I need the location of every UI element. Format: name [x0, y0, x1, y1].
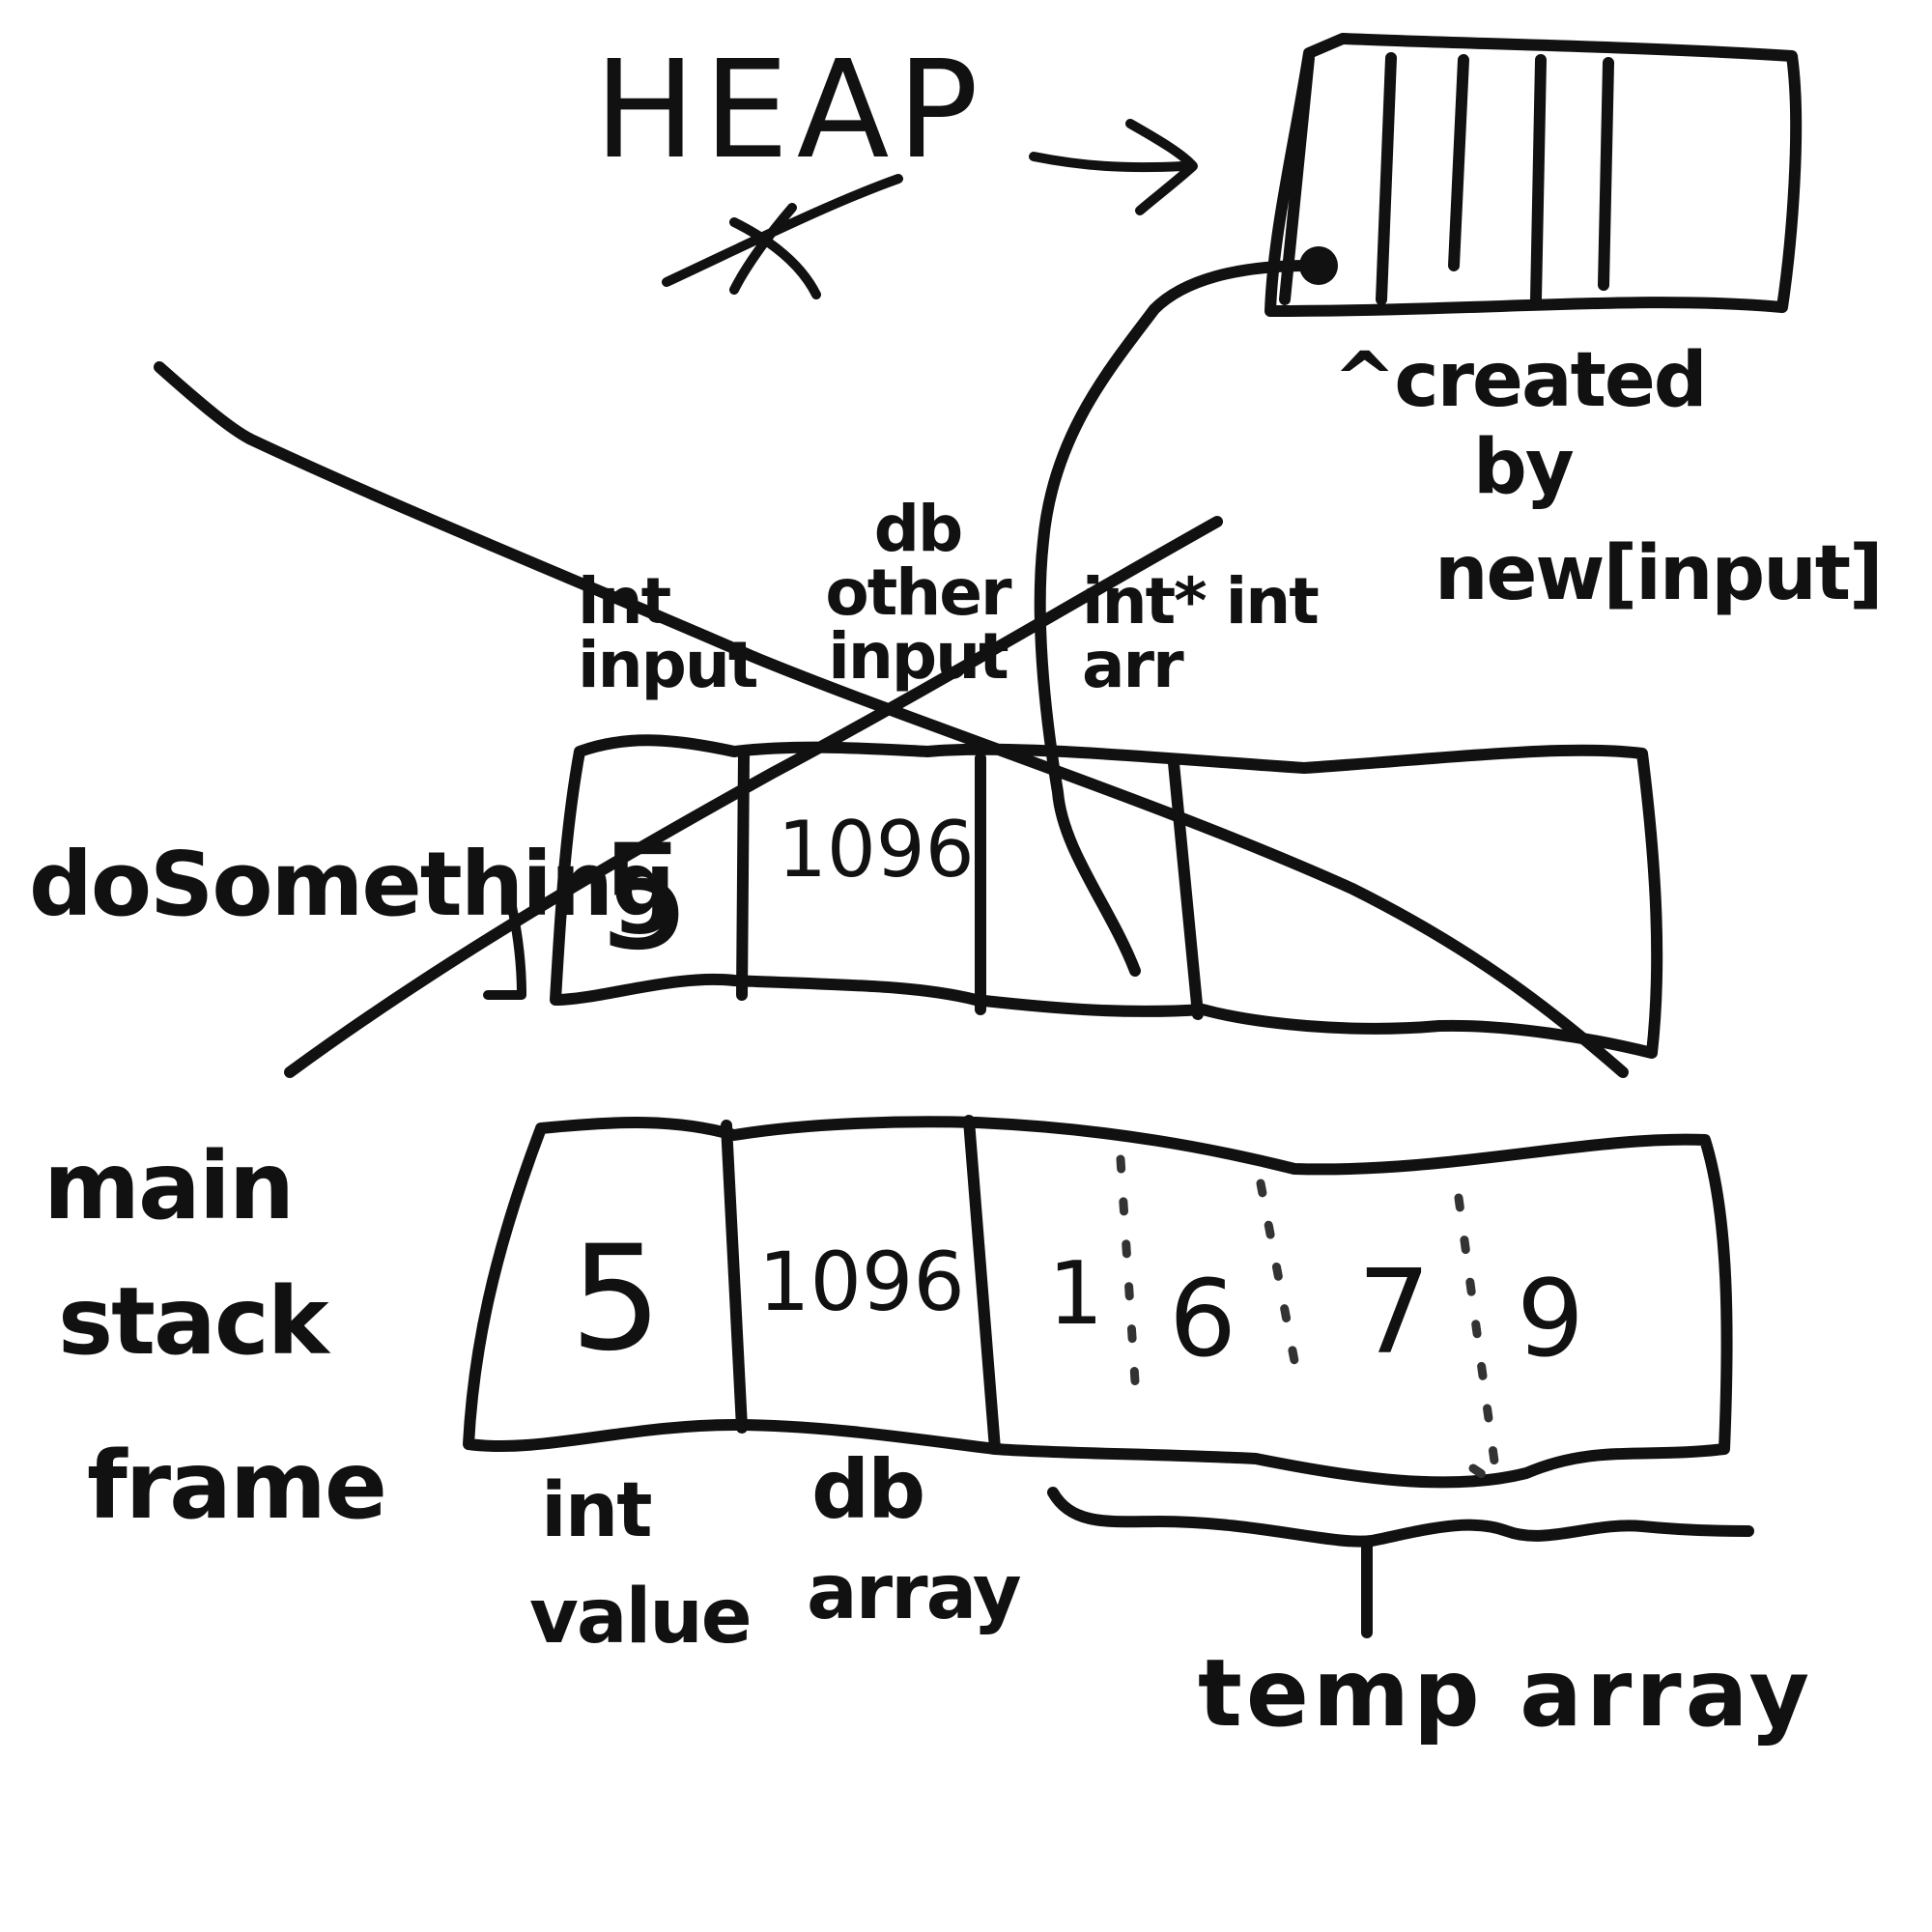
main-cell-array-address: 1096: [758, 1235, 965, 1329]
heap-array-divider: [1598, 57, 1614, 291]
heap-array-divider: [1530, 54, 1547, 305]
heap-first-cell-dot: [1299, 246, 1338, 285]
heap-array-divider: [1279, 52, 1315, 305]
main-label-int: int: [541, 1467, 653, 1554]
heap-caption-new-input: new[input]: [1435, 530, 1884, 617]
heap-array-divider: [1448, 54, 1469, 271]
main-label-value: value: [529, 1574, 753, 1661]
dosomething-label-db-other-input: db other input: [825, 492, 1011, 694]
pointer-line: [1034, 260, 1315, 977]
main-label-db: db: [811, 1442, 925, 1537]
temp-array-label: temp array: [1198, 1639, 1814, 1747]
heap-strike-scribble: [662, 174, 903, 299]
temp-array-dashed-divider: [1116, 1154, 1140, 1386]
main-divider: [721, 1120, 748, 1434]
dosomething-cell-value: 5: [599, 814, 692, 982]
dosomething-label-int-input: int input: [578, 564, 758, 702]
temp-array-cell-1: 1: [1048, 1243, 1104, 1345]
temp-array-dashed-divider: [1454, 1193, 1502, 1488]
dosomething-bracket: [483, 894, 526, 1000]
main-frame-name-line1: main: [43, 1132, 295, 1240]
heap-title: HEAP: [594, 32, 986, 189]
main-cell-value: 5: [570, 1215, 663, 1383]
heap-arrow: [1029, 119, 1198, 215]
dosomething-frame-name: doSomething: [29, 833, 675, 936]
main-frame-name-line2: stack: [58, 1267, 329, 1376]
dosomething-cell-array-address: 1096: [778, 805, 975, 895]
cross-out-stroke: [154, 361, 1629, 1078]
dosomething-divider: [1168, 757, 1204, 1020]
temp-array-dashed-divider: [1256, 1179, 1304, 1391]
temp-array-brace: [1047, 1487, 1754, 1548]
heap-array-box: [1264, 33, 1803, 317]
heap-array-divider: [1376, 52, 1397, 305]
heap-caption-by: by: [1473, 424, 1575, 511]
main-divider: [963, 1115, 1001, 1455]
main-label-array: array: [807, 1549, 1022, 1636]
cross-out-stroke: [284, 516, 1223, 1078]
temp-array-dashed-divider: [1468, 1463, 1507, 1492]
main-frame-box: [463, 1116, 1733, 1489]
temp-array-cell-3: 7: [1357, 1246, 1432, 1380]
main-frame-name-line3: frame: [87, 1432, 387, 1540]
dosomething-label-int-arr: int* int arr: [1082, 564, 1320, 702]
heap-caption-created: ^created: [1333, 337, 1708, 424]
temp-array-cell-4: 9: [1517, 1257, 1584, 1380]
temp-array-cell-2: 6: [1169, 1257, 1236, 1380]
